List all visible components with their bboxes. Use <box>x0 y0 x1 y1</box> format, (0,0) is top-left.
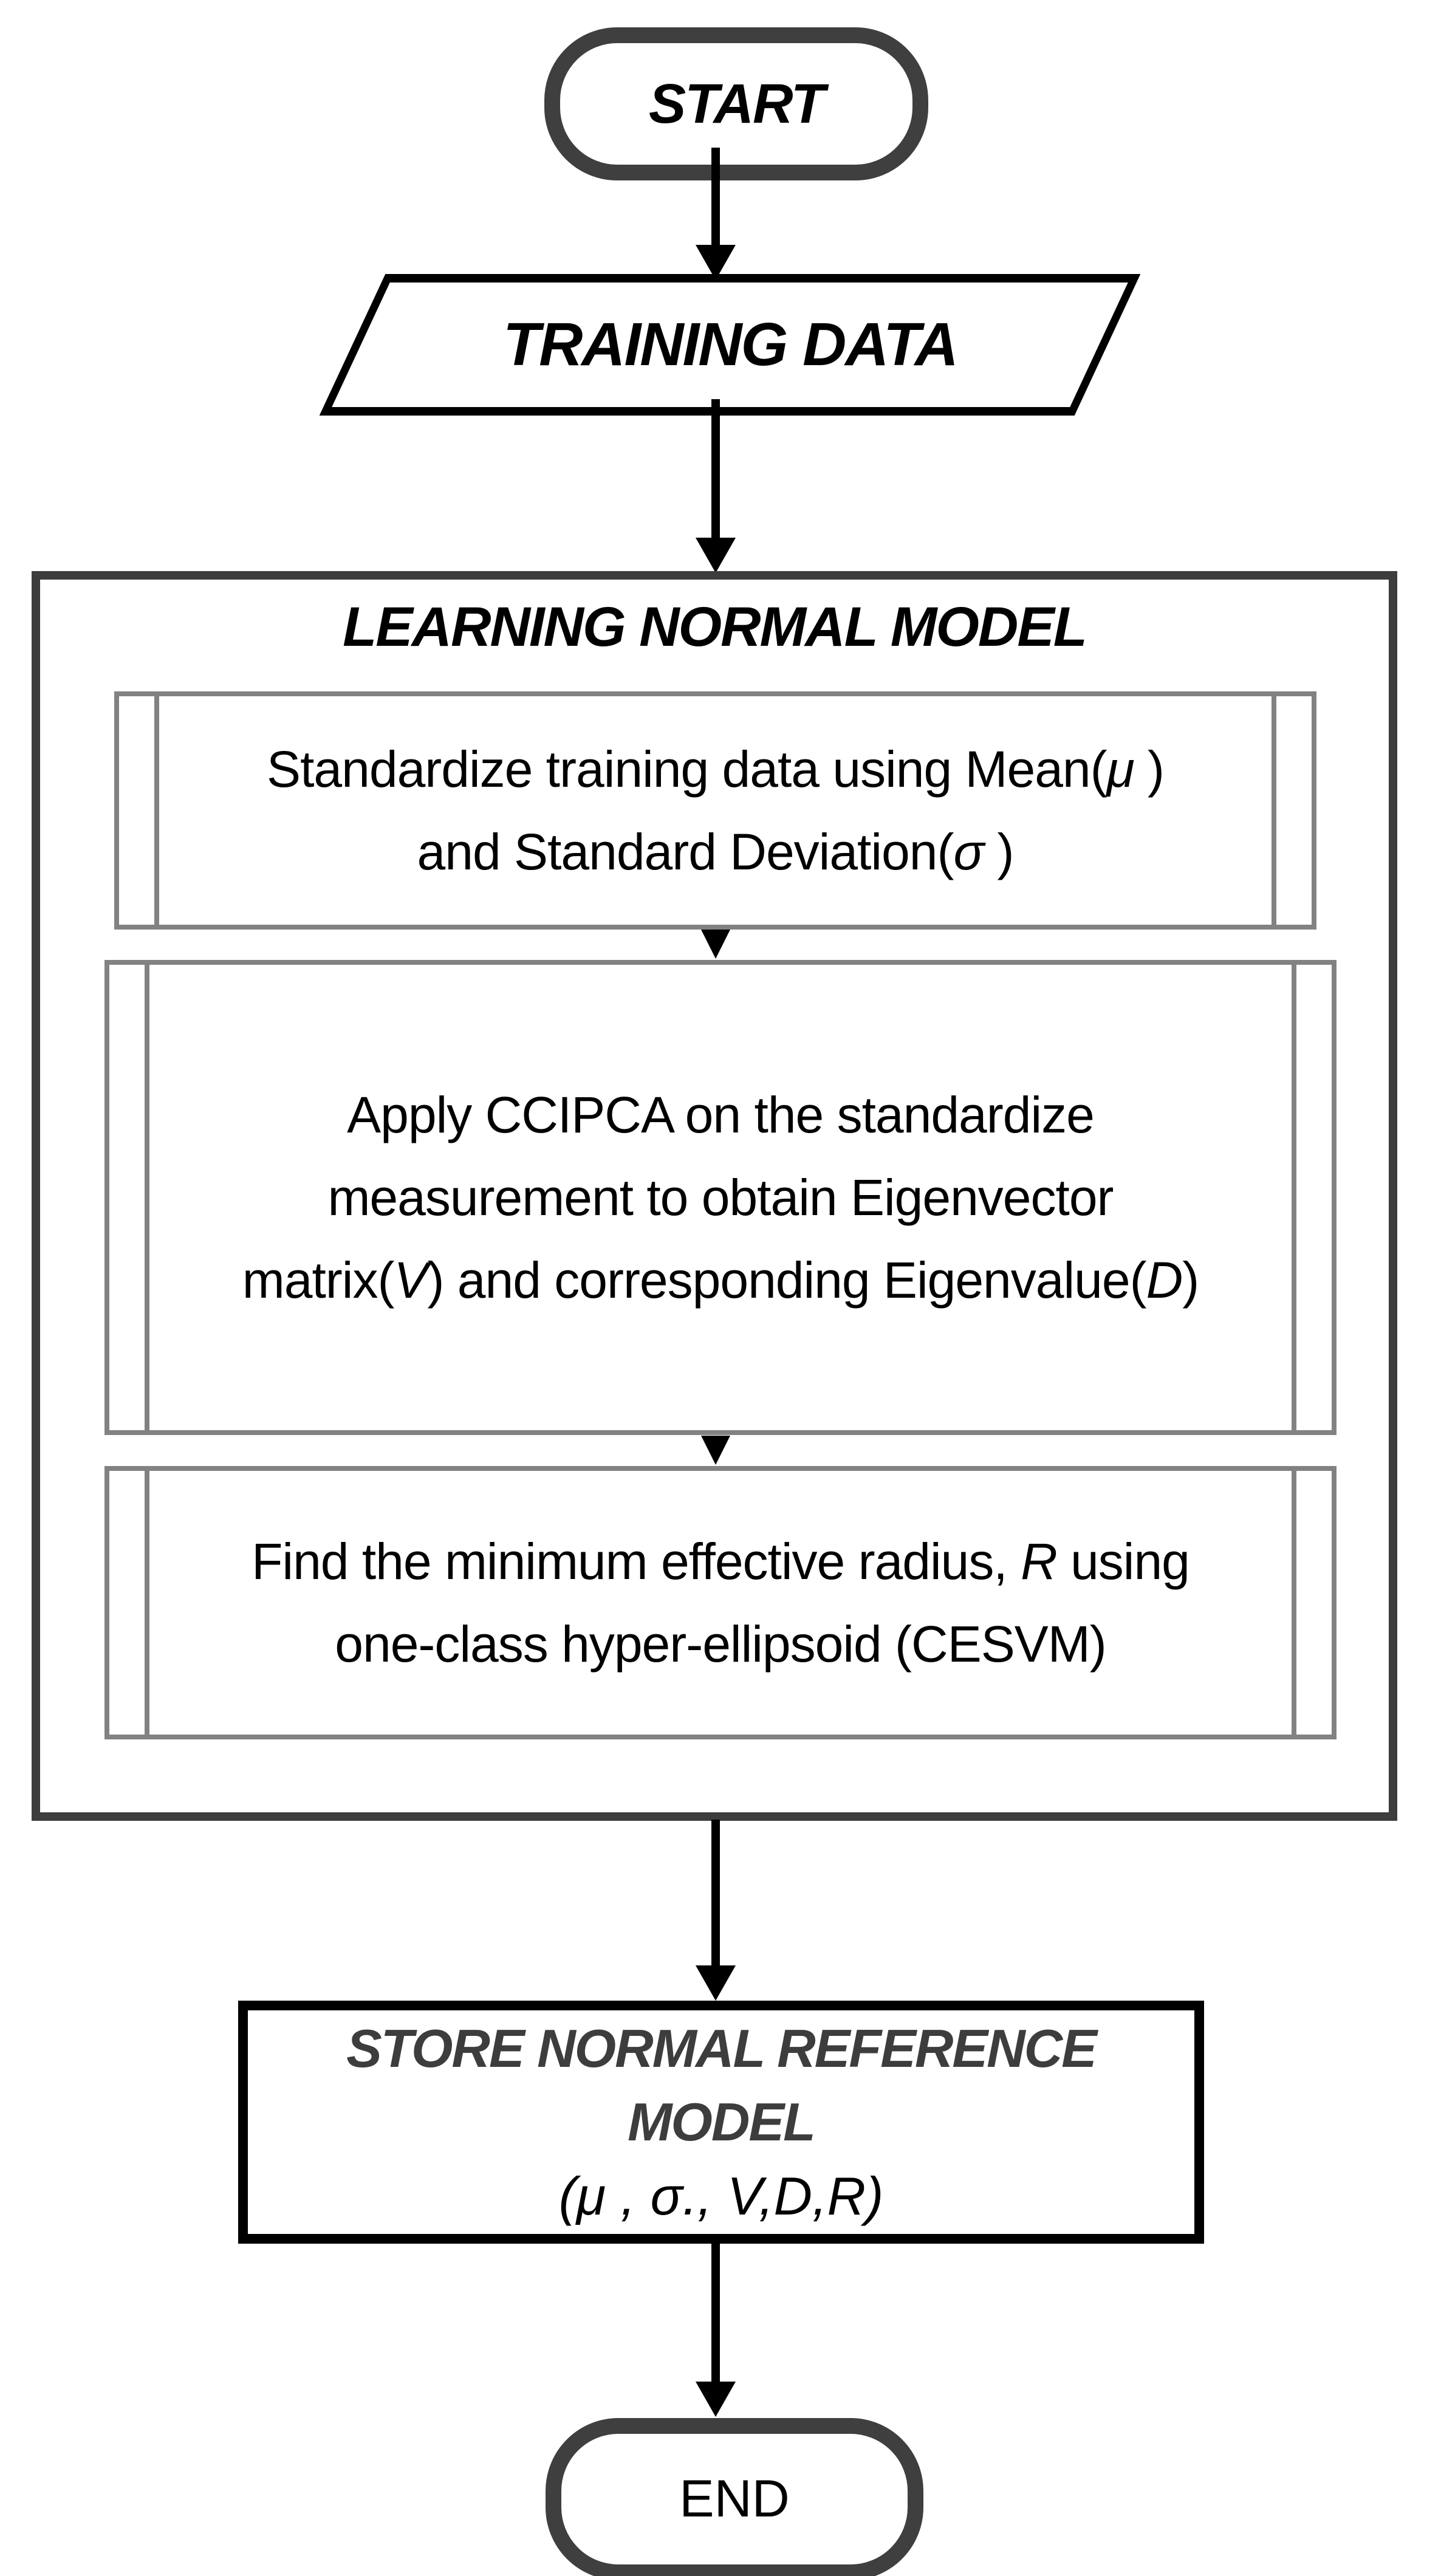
arrowhead-down-icon <box>696 2382 736 2417</box>
start-label: START <box>648 72 825 135</box>
predefined-process-left-bar <box>145 965 149 1430</box>
arrowhead-down-icon <box>696 538 736 573</box>
end-label: END <box>679 2470 790 2528</box>
predefined-process-right-bar <box>1292 1471 1296 1735</box>
container-title: LEARNING NORMAL MODEL <box>343 596 1087 658</box>
text-line: matrix(V) and corresponding Eigenvalue(D… <box>242 1252 1199 1309</box>
arrow-container-to-store-shaft <box>711 1820 720 1965</box>
arrow-training-to-container-shaft <box>711 399 720 538</box>
step-standardize: Standardize training data using Mean(μ )… <box>114 691 1316 930</box>
step-ccipca-text: Apply CCIPCA on the standardize measurem… <box>242 1074 1199 1321</box>
predefined-process-right-bar <box>1272 696 1276 925</box>
text-line: Apply CCIPCA on the standardize <box>347 1086 1095 1143</box>
arrowhead-down-icon <box>701 1436 730 1465</box>
training-data-label: TRAINING DATA <box>502 310 957 379</box>
store-title-line: STORE NORMAL REFERENCE <box>346 2018 1097 2078</box>
arrow-start-to-training-shaft <box>711 148 720 245</box>
step-effective-radius: Find the minimum effective radius, R usi… <box>104 1466 1337 1739</box>
training-data-parallelogram: TRAINING DATA <box>319 274 1141 416</box>
start-terminator: START <box>544 27 928 180</box>
arrow-store-to-end-shaft <box>711 2242 720 2382</box>
end-terminator: END <box>546 2418 923 2576</box>
text-line: measurement to obtain Eigenvector <box>327 1168 1114 1226</box>
store-title-line: MODEL <box>628 2092 816 2153</box>
step-ccipca: Apply CCIPCA on the standardize measurem… <box>104 960 1337 1435</box>
store-parameters-line: (μ , σ., V,D,R) <box>558 2165 884 2226</box>
store-reference-model-box: STORE NORMAL REFERENCE MODEL (μ , σ., V,… <box>238 2001 1204 2244</box>
text-line: and Standard Deviation(σ ) <box>417 823 1015 880</box>
text-line: Standardize training data using Mean(μ ) <box>267 740 1165 798</box>
predefined-process-right-bar <box>1292 965 1296 1430</box>
text-line: one-class hyper-ellipsoid (CESVM) <box>335 1615 1106 1673</box>
arrowhead-down-icon <box>696 1965 736 2001</box>
predefined-process-left-bar <box>154 696 159 925</box>
step-standardize-text: Standardize training data using Mean(μ )… <box>267 728 1165 893</box>
arrowhead-down-icon <box>701 930 730 959</box>
predefined-process-left-bar <box>145 1471 149 1735</box>
text-line: Find the minimum effective radius, R usi… <box>252 1532 1190 1590</box>
step-effective-radius-text: Find the minimum effective radius, R usi… <box>252 1520 1190 1685</box>
